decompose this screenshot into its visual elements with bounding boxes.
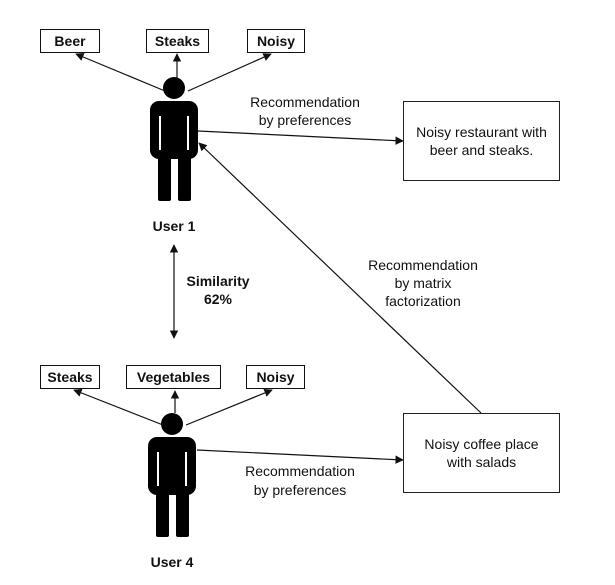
tag-user1-beer: Beer <box>40 29 100 53</box>
arrow-user4-noisy <box>185 388 273 426</box>
edge-label-matrix-line1: Recommendation <box>368 257 478 273</box>
similarity-title: Similarity <box>186 273 250 289</box>
edge-label-pref-top-line1: Recommendation <box>250 94 360 110</box>
result-restaurant-line1: Noisy restaurant with <box>416 124 547 140</box>
similarity-value: 62% <box>203 291 233 307</box>
tag-user1-noisy: Noisy <box>247 29 305 53</box>
tag-user4-vegetables: Vegetables <box>126 365 221 389</box>
edge-label-pref-bottom-line2: by preferences <box>253 482 347 498</box>
result-restaurant-line2: beer and steaks. <box>429 142 534 158</box>
result-coffee-line2: with salads <box>446 454 517 470</box>
edge-matrix-factorization <box>198 142 482 414</box>
user4-label: User 4 <box>150 554 194 570</box>
user1-label: User 1 <box>152 218 196 234</box>
arrow-user1-beer <box>75 53 166 92</box>
edge-pref-user4 <box>196 449 404 464</box>
tag-user1-steaks: Steaks <box>146 29 209 53</box>
result-box-coffee: Noisy coffee place with salads <box>403 413 560 493</box>
arrow-user1-noisy <box>187 53 272 92</box>
user1-figure-icon <box>150 77 198 201</box>
arrow-user4-steaks <box>73 388 164 426</box>
edge-pref-user1 <box>197 130 404 145</box>
user4-figure-icon <box>148 413 196 537</box>
tag-user4-steaks: Steaks <box>40 365 100 389</box>
edge-label-pref-top-line2: by preferences <box>258 112 352 128</box>
tag-user4-noisy: Noisy <box>246 365 305 389</box>
edge-label-matrix-line3: factorization <box>385 293 461 309</box>
edge-label-matrix-line2: by matrix <box>394 275 452 291</box>
result-coffee-line1: Noisy coffee place <box>424 436 539 452</box>
edge-label-pref-bottom-line1: Recommendation <box>245 463 355 479</box>
result-box-restaurant: Noisy restaurant with beer and steaks. <box>403 101 560 181</box>
